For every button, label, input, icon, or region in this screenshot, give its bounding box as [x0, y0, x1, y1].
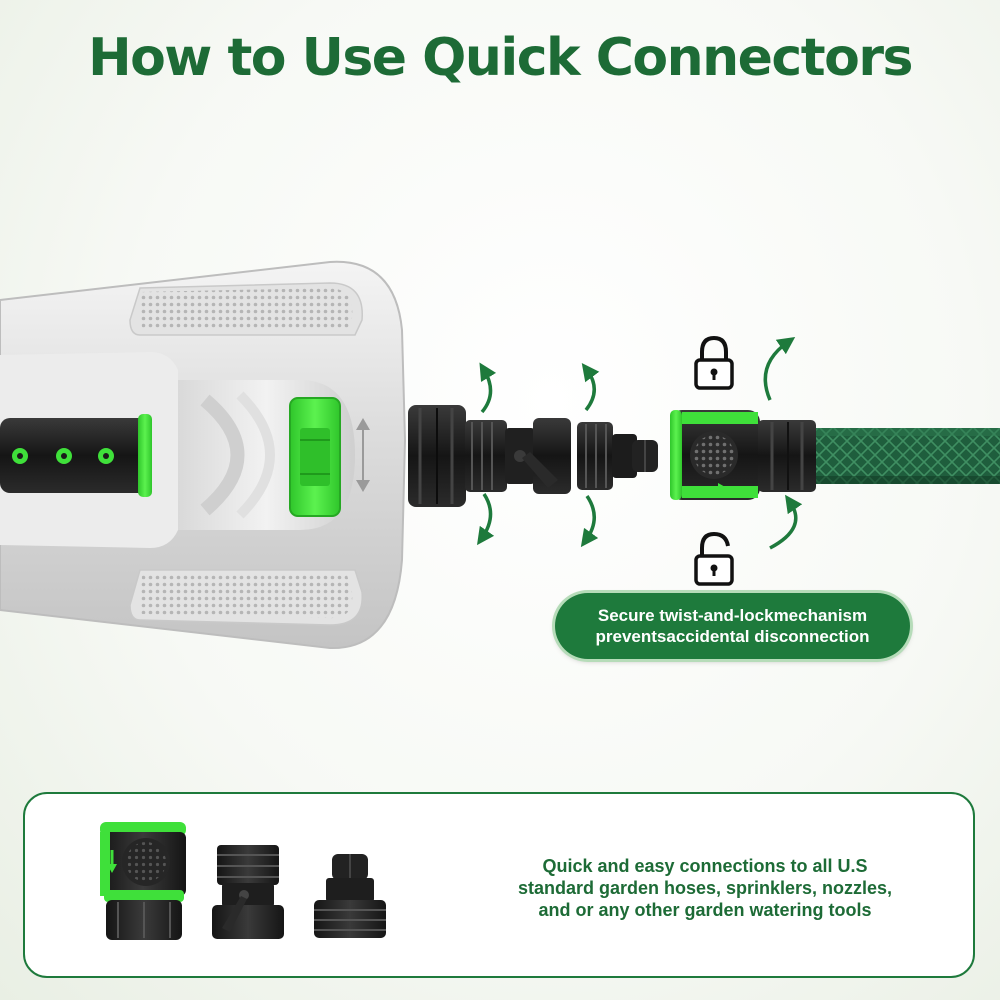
sprinkler-nut	[408, 405, 466, 507]
lock-open-icon	[694, 531, 734, 586]
callout-line-1: Secure twist-and-lockmechanism	[597, 606, 868, 625]
flow-arrow-icon	[704, 483, 727, 493]
set-quick-connector	[100, 822, 186, 940]
adjustment-dial	[289, 397, 341, 517]
rotate-arrow-icon	[477, 336, 803, 550]
callout-line-2: preventsaccidental disconnection	[595, 627, 870, 646]
garden-hose	[816, 428, 1000, 484]
compatibility-line-2: standard garden hoses, sprinklers, nozzl…	[517, 878, 893, 898]
compatibility-line-1: Quick and easy connections to all U.S	[542, 856, 868, 876]
lock-mechanism-callout: Secure twist-and-lockmechanism preventsa…	[555, 593, 910, 659]
compatibility-text: Quick and easy connections to all U.S st…	[470, 855, 940, 921]
set-male-adapter	[314, 854, 386, 938]
set-flow-arrow-icon	[107, 850, 117, 873]
set-shutoff-valve	[212, 845, 284, 939]
page-title: How to Use Quick Connectors	[88, 28, 913, 88]
quick-connector	[670, 410, 816, 500]
compatibility-line-3: and or any other garden watering tools	[538, 900, 872, 920]
spray-tube	[0, 414, 152, 497]
shutoff-valve	[465, 418, 571, 494]
thread-adapter	[577, 422, 658, 490]
lock-closed-icon	[694, 335, 734, 390]
slide-arrow-icon	[356, 418, 370, 492]
